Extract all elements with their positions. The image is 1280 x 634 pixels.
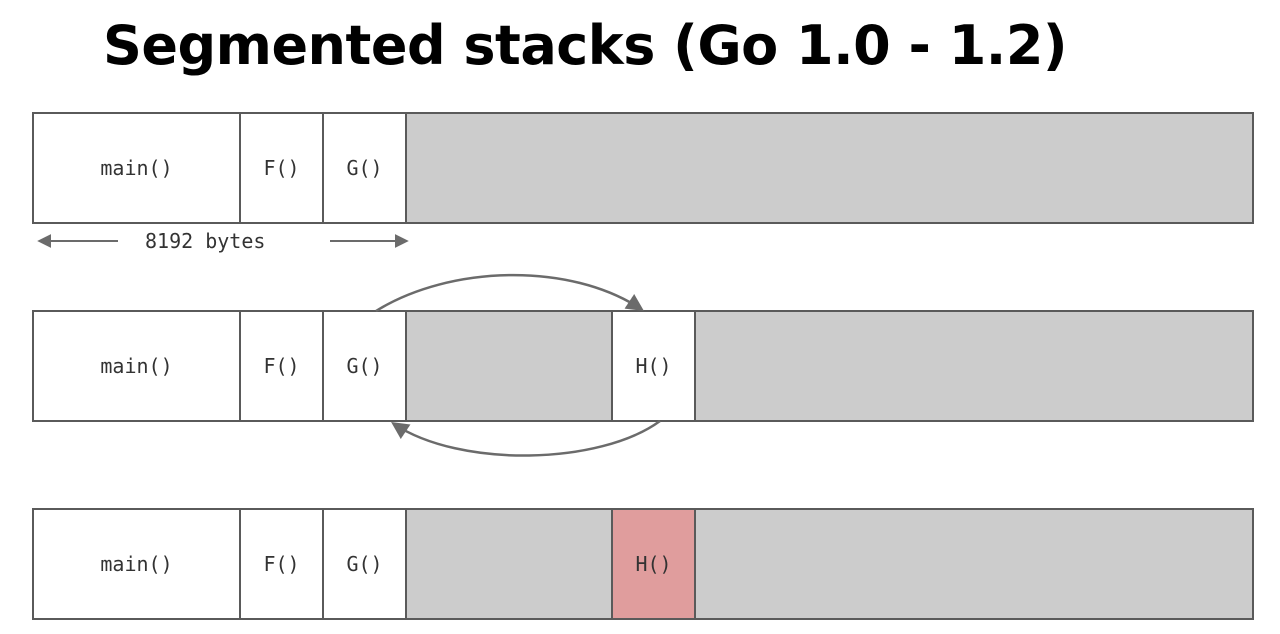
frame-g: G() (322, 310, 407, 422)
frame-f: F() (239, 508, 324, 620)
frame-h-highlighted: H() (611, 508, 696, 620)
frame-g: G() (322, 112, 407, 224)
frame-g: G() (322, 508, 407, 620)
stack-size-label: 8192 bytes (145, 229, 266, 253)
frame-main: main() (32, 508, 241, 620)
stack-row-2: main() F() G() H() (32, 310, 1254, 422)
free-stack-space (405, 310, 1254, 422)
slide-title: Segmented stacks (Go 1.0 - 1.2) (103, 14, 1068, 77)
free-stack-space (405, 508, 1254, 620)
stack-row-1: main() F() G() (32, 112, 1254, 224)
call-arrow (375, 273, 644, 313)
frame-h: H() (611, 310, 696, 422)
return-arrow (391, 419, 661, 457)
frame-f: F() (239, 112, 324, 224)
stack-row-3: main() F() G() H() (32, 508, 1254, 620)
frame-main: main() (32, 310, 241, 422)
frame-f: F() (239, 310, 324, 422)
frame-main: main() (32, 112, 241, 224)
free-stack-space (405, 112, 1254, 224)
